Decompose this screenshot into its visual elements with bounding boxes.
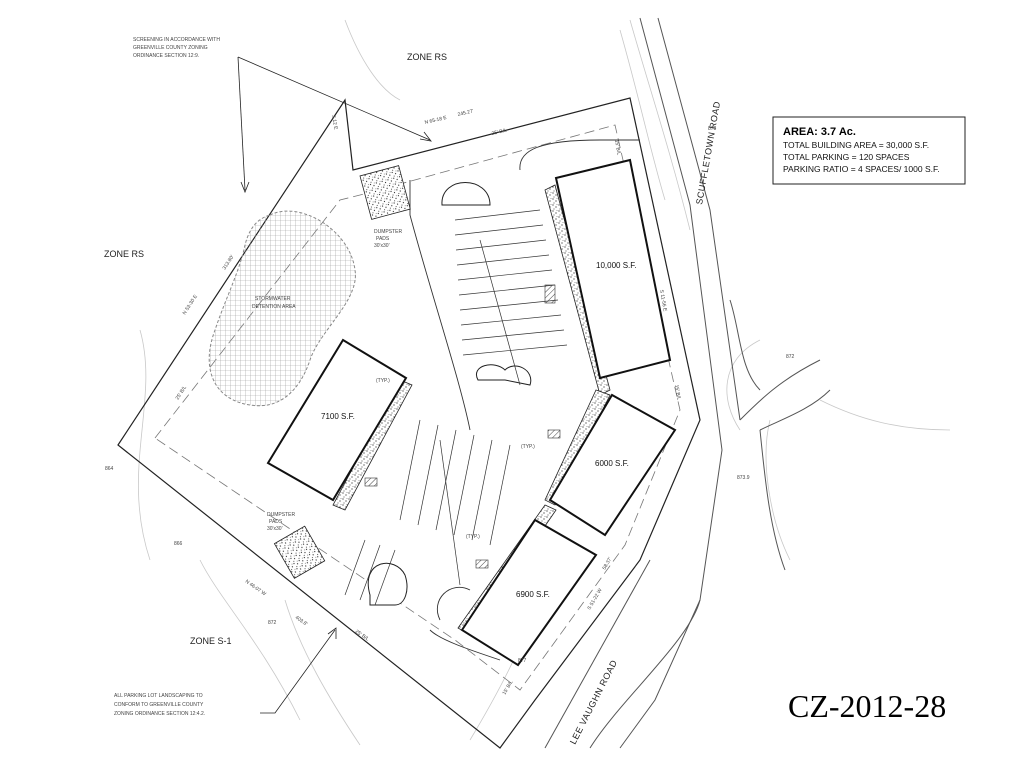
- contour-lines: [138, 19, 951, 746]
- setback-top: 25' B/L: [491, 128, 508, 137]
- parking-stripes: [344, 209, 568, 606]
- typ-label-2: (TYP.): [521, 444, 535, 450]
- building-7100: [266, 338, 408, 502]
- parking-islands: [367, 182, 532, 606]
- dumpster-bottom-label-3: 30'x30': [267, 526, 283, 532]
- detention-label-2: DETENTION AREA: [252, 304, 296, 310]
- elevation-872-b: 872: [268, 620, 277, 626]
- zone-bottom-label: ZONE S-1: [190, 636, 232, 646]
- building-7100-label: 7100 S.F.: [321, 412, 355, 421]
- elevation-873-9: 873.9: [737, 475, 750, 481]
- dumpster-top-label-2: PADS: [376, 236, 390, 242]
- elevation-864: 864: [105, 466, 114, 472]
- setback-bottom: 25' B/L: [354, 629, 370, 643]
- area-line-parking: TOTAL PARKING = 120 SPACES: [783, 152, 910, 162]
- curb-lines: [409, 139, 640, 661]
- dumpster-bottom-label-1: DUMPSTER: [267, 512, 295, 518]
- dumpster-pad-top: [359, 165, 411, 220]
- screening-note-line-2: GREENVILLE COUNTY ZONING: [133, 45, 208, 51]
- setback-line: [154, 124, 681, 691]
- road-edges: [544, 17, 831, 749]
- screening-note-line-3: ORDINANCE SECTION 12:9.: [133, 53, 199, 59]
- dumpster-pad-bottom: [273, 525, 326, 579]
- detention-label-1: STORMWATER: [255, 296, 291, 302]
- elevation-872: 872: [786, 354, 795, 360]
- building-6900-label: 6900 S.F.: [516, 590, 550, 599]
- bearing-top-dist: 245.27': [457, 108, 474, 118]
- bearing-left: N 53-30 E: [182, 293, 200, 316]
- bearing-bottom-dist: 403.8': [294, 615, 309, 628]
- area-title: AREA: 3.7 Ac.: [783, 126, 856, 138]
- handicap-markings: [364, 284, 561, 569]
- bearing-lee: S 51-22 W: [587, 587, 604, 611]
- setback-south: 15' B/L: [502, 679, 515, 696]
- bearing-lee-dist: 58.37': [602, 556, 614, 571]
- zone-left-label: ZONE RS: [104, 249, 144, 259]
- building-10000: [554, 158, 672, 380]
- bearing-short: S 12 E: [330, 114, 339, 130]
- buildings: [266, 158, 677, 667]
- setback-left: 25' B/L: [175, 385, 189, 401]
- elevation-878: 878: [708, 126, 717, 132]
- elevation-877: 877: [518, 658, 527, 664]
- area-line-ratio: PARKING RATIO = 4 SPACES/ 1000 S.F.: [783, 164, 940, 174]
- leader-lines: [237, 56, 432, 714]
- screening-note: SCREENING IN ACCORDANCE WITH GREENVILLE …: [133, 37, 220, 59]
- building-10000-label: 10,000 S.F.: [596, 261, 636, 270]
- lee-vaughn-road-label: LEE VAUGHN ROAD: [568, 658, 619, 746]
- property-boundary: [117, 97, 701, 749]
- scuffletown-road-label: SCUFFLETOWN ROAD: [694, 100, 722, 205]
- landscaping-note: ALL PARKING LOT LANDSCAPING TO CONFORM T…: [114, 693, 205, 717]
- setback-east: 15' B/L: [613, 139, 622, 155]
- bearing-top: N 65-18 E: [424, 115, 448, 126]
- elevation-866: 866: [174, 541, 183, 547]
- bearing-east: S 11-56 E: [658, 289, 668, 312]
- bearing-bottom: N 46-07 W: [244, 579, 267, 598]
- building-6000-label: 6000 S.F.: [595, 459, 629, 468]
- dumpster-bottom-label-2: PADS: [269, 519, 283, 525]
- dumpster-pads: [273, 165, 411, 579]
- setback-east-2: 15' B/L: [673, 384, 682, 400]
- dumpster-top-label-3: 30'x30': [374, 243, 390, 249]
- landscaping-note-line-2: CONFORM TO GREENVILLE COUNTY: [114, 702, 204, 708]
- landscaping-note-line-3: ZONING ORDINANCE SECTION 12:4.2.: [114, 711, 205, 717]
- screening-note-line-1: SCREENING IN ACCORDANCE WITH: [133, 37, 220, 43]
- typ-label-1: (TYP.): [376, 378, 390, 384]
- building-6000: [548, 393, 677, 537]
- stormwater-detention-area: [208, 210, 356, 407]
- typ-label-3: (TYP.): [466, 534, 480, 540]
- area-summary-box: AREA: 3.7 Ac. TOTAL BUILDING AREA = 30,0…: [772, 116, 966, 185]
- landscaping-note-line-1: ALL PARKING LOT LANDSCAPING TO: [114, 693, 203, 699]
- zone-top-label: ZONE RS: [407, 52, 447, 62]
- building-6900: [460, 518, 598, 667]
- dumpster-top-label-1: DUMPSTER: [374, 229, 402, 235]
- case-number: CZ-2012-28: [788, 688, 946, 724]
- area-line-building: TOTAL BUILDING AREA = 30,000 S.F.: [783, 140, 929, 150]
